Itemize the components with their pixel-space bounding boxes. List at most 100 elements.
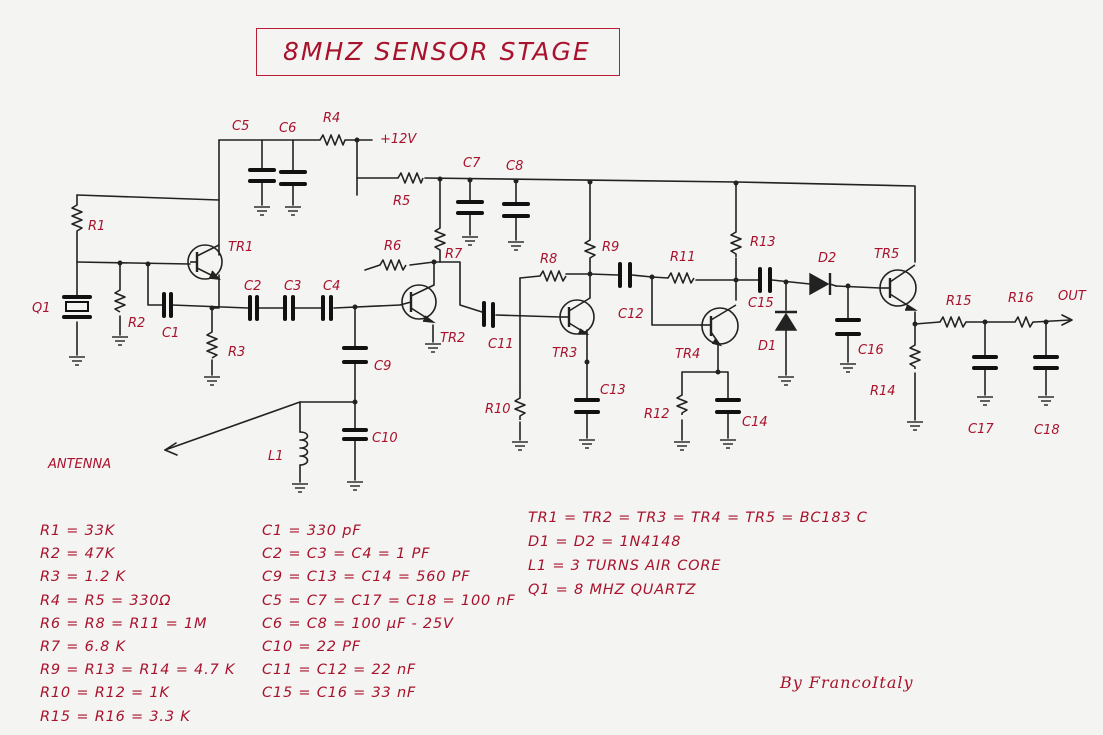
resistor-value-line: R10 = R12 = 1K (40, 685, 170, 702)
resistor-r10 (514, 397, 526, 420)
resistor-r16 (1014, 316, 1035, 328)
label-r9: R9 (602, 240, 619, 255)
label-c15: C15 (748, 296, 774, 311)
component-labels: C5 C6 R4 +12V R5 C7 C8 R1 TR1 R6 R7 R8 R… (32, 111, 1087, 472)
capacitor-value-line: C1 = 330 pF (262, 523, 362, 539)
resistor-r7 (434, 227, 446, 255)
junction-dots (117, 137, 1049, 405)
capacitor-c6 (279, 170, 307, 186)
label-tr3: TR3 (552, 346, 577, 361)
diagram-title: 8MHZ SENSOR STAGE (283, 37, 591, 66)
label-c12: C12 (618, 307, 644, 322)
label-r2: R2 (128, 316, 145, 331)
label-r12: R12 (644, 407, 670, 422)
capacitor-value-line: C5 = C7 = C17 = C18 = 100 nF (262, 592, 516, 609)
capacitor-c15 (758, 267, 772, 293)
author-credit: By FrancoItaly (780, 673, 914, 692)
resistor-r15 (939, 316, 967, 328)
label-r7: R7 (445, 247, 463, 262)
capacitor-value-line: C15 = C16 = 33 nF (262, 685, 417, 702)
transistor-tr5 (879, 264, 918, 311)
semiconductor-value-line: D1 = D2 = 1N4148 (528, 534, 682, 550)
transistors (187, 244, 918, 347)
label-c18: C18 (1034, 423, 1060, 438)
transistor-tr2 (399, 284, 437, 324)
capacitor-c16 (835, 318, 861, 336)
resistor-r5 (397, 172, 424, 184)
diode-d1 (774, 310, 798, 331)
capacitor-c7 (456, 200, 484, 215)
capacitor-c10 (342, 428, 368, 441)
capacitor-c9 (342, 346, 368, 364)
label-r11: R11 (670, 250, 696, 265)
inductor-l1 (299, 431, 309, 466)
semiconductor-value-line: L1 = 3 TURNS AIR CORE (528, 558, 722, 574)
resistor-value-line: R7 = 6.8 K (40, 639, 126, 656)
label-r5: R5 (393, 194, 410, 209)
label-c7: C7 (463, 156, 481, 171)
resistor-r13 (730, 231, 742, 257)
label-r6: R6 (384, 239, 401, 254)
resistor-value-line: R2 = 47K (40, 546, 116, 563)
label-r15: R15 (946, 294, 972, 309)
transistor-tr4 (700, 304, 739, 347)
label-c13: C13 (600, 383, 626, 398)
resistor-r2 (114, 289, 126, 313)
resistors (71, 134, 1035, 420)
label-r14: R14 (870, 384, 896, 399)
label-q1: Q1 (32, 301, 51, 316)
resistor-value-line: R6 = R8 = R11 = 1M (40, 615, 208, 632)
capacitor-value-line: C10 = 22 PF (262, 639, 361, 656)
label-tr5: TR5 (874, 247, 899, 262)
resistor-r8 (539, 270, 567, 282)
capacitor-c1 (162, 292, 173, 318)
label-r4: R4 (323, 111, 340, 126)
capacitor-values: C1 = 330 pF C2 = C3 = C4 = 1 PF C9 = C13… (262, 520, 516, 706)
resistor-value-line: R3 = 1.2 K (40, 569, 126, 586)
label-d2: D2 (818, 251, 836, 266)
label-r13: R13 (750, 235, 776, 250)
capacitor-value-line: C6 = C8 = 100 μF - 25V (262, 615, 454, 632)
resistor-value-line: R9 = R13 = R14 = 4.7 K (40, 662, 236, 679)
resistor-r9 (584, 239, 596, 262)
capacitor-value-line: C9 = C13 = C14 = 560 PF (262, 569, 471, 586)
resistor-r11 (667, 272, 695, 284)
capacitor-value-line: C2 = C3 = C4 = 1 PF (262, 546, 431, 563)
label-c5: C5 (232, 119, 249, 134)
label-antenna: ANTENNA (47, 457, 111, 472)
diode-d2 (809, 272, 837, 296)
resistor-r12 (676, 394, 688, 415)
label-c6: C6 (279, 121, 296, 136)
crystal-q1 (62, 295, 92, 319)
semiconductor-values: TR1 = TR2 = TR3 = TR4 = TR5 = BC183 C D1… (528, 506, 868, 602)
label-r8: R8 (540, 252, 557, 267)
resistor-r6 (379, 259, 407, 271)
label-c16: C16 (858, 343, 884, 358)
label-tr1: TR1 (228, 240, 253, 255)
label-c4: C4 (323, 279, 340, 294)
label-supply: +12V (380, 132, 417, 147)
label-c2: C2 (244, 279, 261, 294)
label-r16: R16 (1008, 291, 1034, 306)
resistor-value-line: R1 = 33K (40, 523, 116, 539)
label-r1: R1 (88, 219, 105, 234)
capacitor-c18 (1033, 355, 1059, 370)
label-r3: R3 (228, 345, 245, 360)
capacitor-c17 (972, 355, 998, 370)
label-c17: C17 (968, 422, 994, 437)
label-c1: C1 (162, 326, 179, 341)
capacitor-c14 (715, 398, 741, 414)
capacitor-c5 (248, 168, 276, 183)
resistor-r14 (909, 344, 921, 369)
capacitor-c3 (283, 295, 295, 321)
wiring (76, 139, 1073, 483)
title-box (256, 28, 620, 76)
label-d1: D1 (758, 339, 776, 354)
semiconductor-value-line: TR1 = TR2 = TR3 = TR4 = TR5 = BC183 C (528, 510, 868, 526)
capacitor-c2 (248, 295, 259, 321)
label-c8: C8 (506, 159, 523, 174)
label-c3: C3 (284, 279, 301, 294)
resistor-r3 (206, 331, 218, 359)
transistor-tr1 (187, 244, 223, 280)
